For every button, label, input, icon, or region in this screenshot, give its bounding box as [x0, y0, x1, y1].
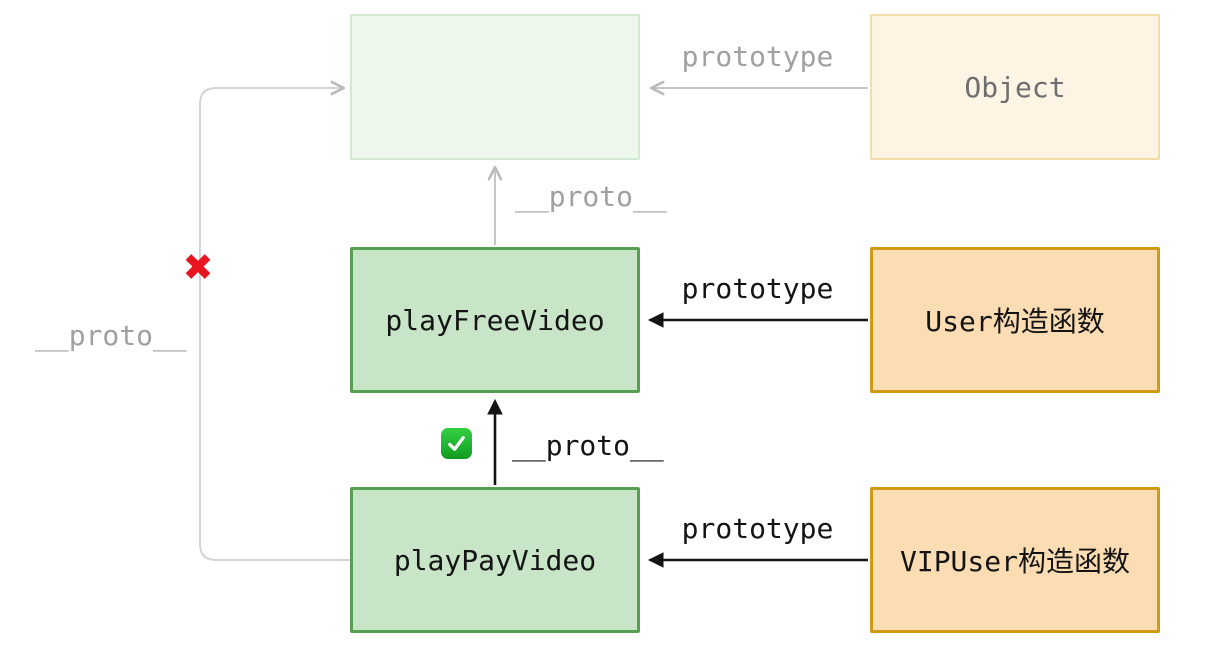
- box-user-constructor-label: User构造函数: [925, 305, 1105, 338]
- label-payvideo-proto: __proto__: [512, 429, 664, 462]
- box-vip-prototype-label: playPayVideo: [393, 543, 597, 577]
- box-user-prototype-label: playFreeVideo: [385, 303, 605, 337]
- label-vip-prototype: prototype: [681, 512, 834, 545]
- edge-left-proto: [199, 80, 350, 561]
- box-object-constructor: Object: [870, 14, 1160, 160]
- check-glyph: [448, 436, 465, 451]
- box-object-prototype: [350, 14, 640, 160]
- box-object-constructor-label: Object: [964, 70, 1066, 104]
- label-user-prototype: prototype: [681, 272, 834, 305]
- label-freevideo-proto: __proto__: [515, 180, 667, 213]
- box-vip-constructor: VIPUser构造函数: [870, 487, 1160, 633]
- box-vip-constructor-label: VIPUser构造函数: [899, 545, 1130, 578]
- box-user-constructor: User构造函数: [870, 247, 1160, 393]
- box-vip-prototype: playPayVideo: [350, 487, 640, 633]
- check-mark-icon: [441, 428, 472, 459]
- label-object-prototype: prototype: [681, 40, 834, 73]
- box-user-prototype: playFreeVideo: [350, 247, 640, 393]
- cross-mark-icon: ✖: [182, 246, 214, 289]
- label-left-proto: __proto__: [35, 319, 187, 352]
